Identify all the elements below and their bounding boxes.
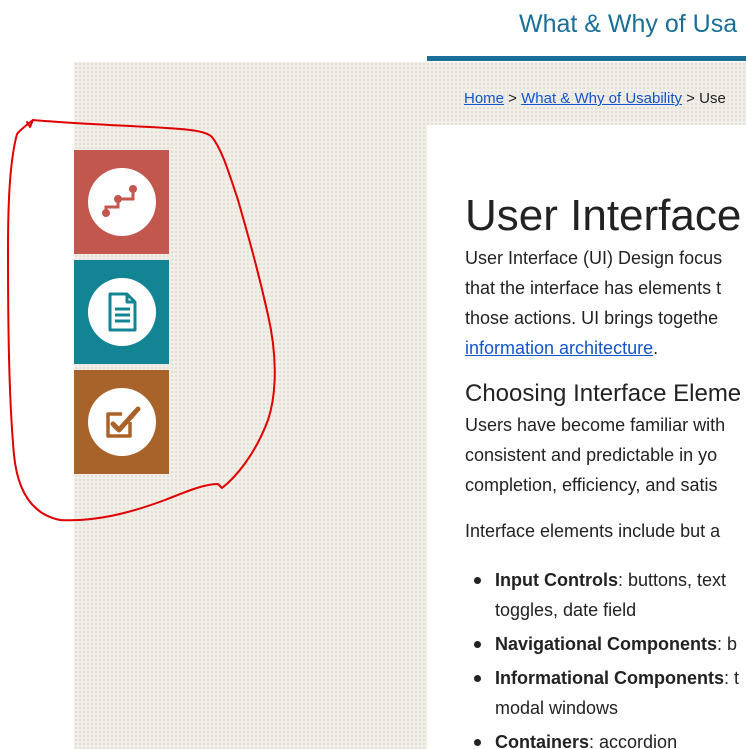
- text-line: completion, efficiency, and satis: [465, 475, 718, 495]
- list-text: : accordion: [589, 732, 678, 749]
- content-card: User Interface User Interface (UI) Desig…: [427, 125, 746, 749]
- bullet: [474, 739, 481, 746]
- breadcrumb-parent-link[interactable]: What & Why of Usability: [521, 90, 683, 107]
- text-line: consistent and predictable in yo: [465, 445, 718, 465]
- flowchart-icon: [101, 185, 137, 217]
- breadcrumb-home-link[interactable]: Home: [464, 90, 505, 107]
- text-line: modal windows: [495, 698, 619, 718]
- bullet: [474, 641, 481, 648]
- tile-checklist[interactable]: [74, 370, 169, 474]
- paragraph-2: Users have become familiar with consiste…: [465, 410, 746, 500]
- text-line: Navigational Components: b: [495, 629, 746, 659]
- top-header: What & Why of Usa: [0, 0, 746, 62]
- bullet: [474, 675, 481, 682]
- list-term: Containers: [495, 732, 590, 749]
- list-item: Containers: accordion: [474, 727, 746, 749]
- list-item: Navigational Components: b: [474, 629, 746, 659]
- text-line: Users have become familiar with: [465, 415, 726, 435]
- document-icon: [108, 292, 136, 332]
- text-line: Containers: accordion: [495, 727, 746, 749]
- tile-circle: [87, 278, 156, 346]
- list-text: : b: [717, 634, 738, 654]
- subheading: Choosing Interface Eleme: [465, 380, 742, 407]
- page-title: User Interface: [465, 191, 742, 240]
- breadcrumb: Home > What & Why of Usability > Use: [464, 90, 726, 107]
- section-title[interactable]: What & Why of Usa: [519, 10, 738, 38]
- intro-paragraph: User Interface (UI) Design focus that th…: [465, 243, 746, 363]
- text-line: User Interface (UI) Design focus: [465, 248, 723, 268]
- paragraph-3: Interface elements include but a: [465, 516, 746, 546]
- list-item: Input Controls: buttons, text toggles, d…: [474, 565, 746, 625]
- tile-document[interactable]: [74, 260, 169, 364]
- text-line: information architecture.: [465, 333, 746, 363]
- list-text: : buttons, text: [617, 570, 727, 590]
- text-line: Informational Components: t: [495, 663, 746, 693]
- list-term: Informational Components: [495, 668, 724, 688]
- text-line: those actions. UI brings togethe: [465, 308, 719, 328]
- tile-circle: [87, 388, 156, 456]
- section-underline: [427, 56, 746, 61]
- text-line: that the interface has elements t: [465, 278, 722, 298]
- list-term: Navigational Components: [495, 634, 718, 654]
- breadcrumb-separator: >: [682, 90, 700, 107]
- tile-flowchart[interactable]: [74, 150, 169, 254]
- breadcrumb-current: Use: [699, 90, 726, 107]
- information-architecture-link[interactable]: information architecture: [465, 338, 654, 358]
- bullet: [474, 577, 481, 584]
- text-line: Input Controls: buttons, text: [495, 565, 746, 595]
- text-line: toggles, date field: [495, 600, 637, 620]
- text-period: .: [653, 338, 659, 358]
- checkbox-pencil-icon: [105, 406, 140, 438]
- interface-elements-list: Input Controls: buttons, text toggles, d…: [474, 565, 746, 749]
- tile-circle: [87, 168, 156, 236]
- text-line: Interface elements include but a: [465, 521, 721, 541]
- list-text: : t: [724, 668, 740, 688]
- list-item: Informational Components: t modal window…: [474, 663, 746, 723]
- list-term: Input Controls: [495, 570, 618, 590]
- breadcrumb-separator: >: [504, 90, 522, 107]
